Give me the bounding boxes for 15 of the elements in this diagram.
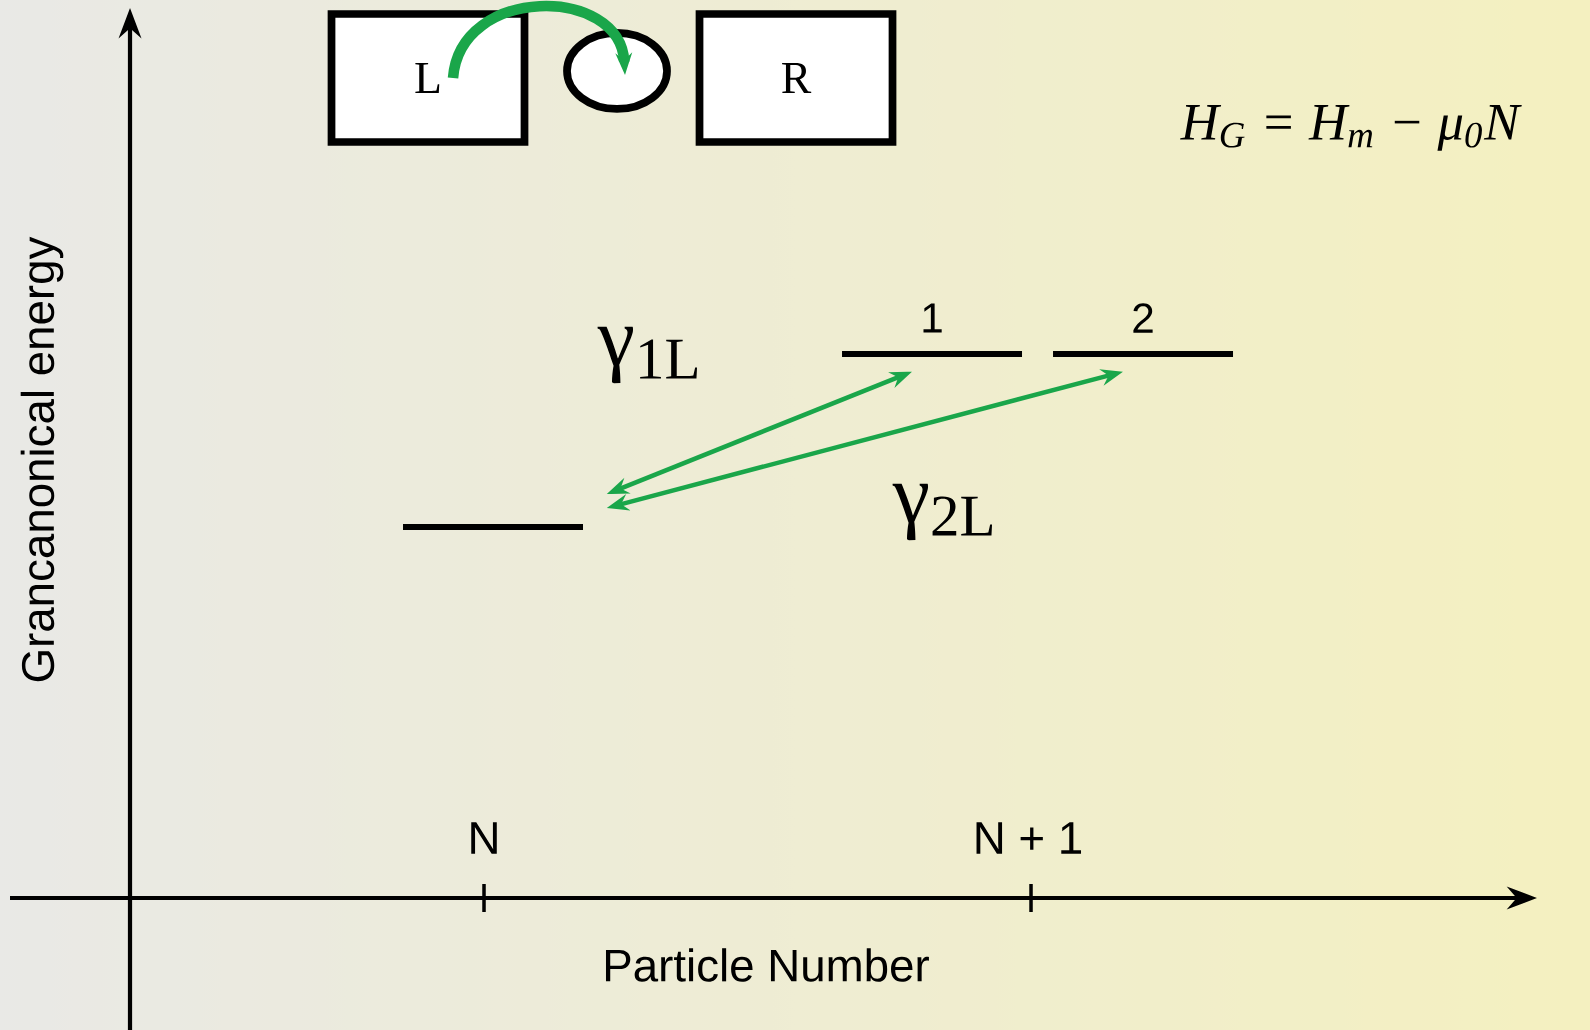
node-label: 1 — [923, 303, 942, 333]
energy-level — [403, 524, 583, 530]
formula: H$_{G}$ = H$_{m}$ − μ$_{0}$N — [1180, 105, 1522, 151]
edge-label: γ$_{2L}$ — [892, 483, 993, 541]
energy-level: 1 — [842, 303, 1022, 357]
edge-label: γ$_{1L}$ — [597, 326, 697, 384]
energy-level: 2 — [1053, 303, 1233, 357]
tick-label: N — [471, 822, 497, 854]
axis-label: Particle Number — [606, 948, 929, 982]
box: R — [695, 10, 897, 146]
axis-label: Grancanonical energy — [20, 236, 64, 682]
arrow — [447, 1, 633, 80]
node-label: 2 — [1133, 303, 1153, 333]
box: L — [327, 10, 529, 146]
tick-label: N + 1 — [976, 822, 1081, 854]
